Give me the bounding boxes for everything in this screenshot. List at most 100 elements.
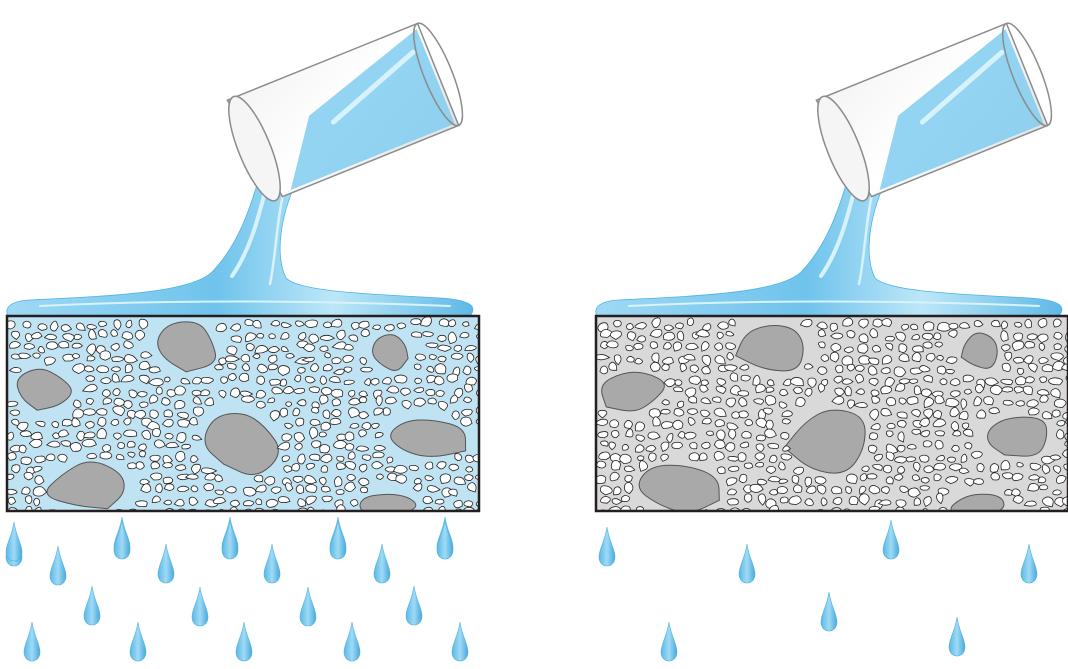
pebble	[193, 377, 202, 384]
pebble	[700, 453, 708, 460]
pebble	[899, 344, 907, 353]
water-drop-icon	[739, 544, 755, 583]
pebble	[182, 444, 191, 449]
pebble	[361, 367, 373, 372]
pebble	[766, 420, 774, 430]
pebble	[661, 409, 671, 414]
pebble	[72, 343, 82, 348]
water-drop-icon	[452, 622, 468, 661]
water-drop-icon	[300, 587, 316, 626]
pebble	[479, 463, 490, 470]
pebble	[438, 335, 446, 342]
pebble	[100, 452, 112, 459]
pebble	[330, 418, 341, 424]
pebble	[286, 402, 292, 407]
pebble	[1016, 377, 1027, 385]
pebble	[845, 387, 852, 396]
pebble	[428, 398, 436, 404]
pebble	[257, 333, 264, 338]
pebble	[598, 432, 608, 438]
pebble	[882, 319, 892, 327]
pebble	[596, 461, 606, 468]
pebble	[613, 320, 621, 327]
pebble	[815, 477, 826, 484]
pebble	[922, 509, 928, 517]
pebble	[152, 428, 160, 436]
pebble	[963, 375, 974, 382]
pebble	[627, 356, 635, 362]
pebble	[320, 376, 327, 384]
pebble	[830, 508, 841, 518]
pebble	[242, 396, 255, 403]
pebble	[989, 408, 1000, 414]
pebble	[361, 329, 369, 336]
pebble	[294, 388, 305, 393]
pebble	[884, 465, 892, 473]
pebble	[70, 442, 81, 451]
pebble	[886, 477, 893, 484]
pebble	[805, 388, 812, 396]
pebble	[1039, 357, 1048, 363]
pouring-cup-icon	[808, 17, 1061, 206]
pebble	[334, 477, 341, 487]
pebble	[766, 387, 774, 392]
water-drop-icon	[344, 622, 360, 661]
pebble	[359, 321, 369, 328]
pebble	[360, 487, 367, 493]
pebble	[257, 376, 265, 384]
pebble	[964, 389, 971, 394]
pebble	[977, 464, 984, 472]
pebble	[897, 445, 905, 452]
pebble	[113, 389, 120, 396]
pebble	[156, 513, 164, 517]
pebble	[136, 462, 144, 469]
pebble	[756, 435, 765, 441]
pebble	[780, 497, 788, 503]
pebble	[256, 499, 262, 505]
pebble	[59, 341, 69, 348]
permeable-panel	[5, 17, 491, 661]
pebble	[635, 358, 643, 364]
pebble	[753, 512, 759, 519]
pebble	[701, 380, 708, 385]
pebble	[298, 454, 306, 464]
pebble	[1057, 421, 1065, 426]
pebble	[1052, 410, 1060, 417]
pebble	[481, 397, 489, 402]
pebble	[907, 397, 918, 405]
pebble	[662, 364, 670, 370]
pebble	[72, 354, 79, 359]
pebble	[310, 419, 320, 425]
pebble	[305, 320, 317, 328]
pebble	[150, 410, 158, 418]
pebble	[99, 321, 107, 326]
pebble	[331, 389, 343, 397]
pebble	[96, 409, 107, 416]
pebble	[937, 366, 946, 374]
pebble	[881, 386, 892, 394]
pebble	[792, 475, 799, 483]
pebble	[125, 364, 132, 373]
pebble	[423, 332, 434, 337]
pebble	[256, 390, 265, 398]
pebble	[728, 489, 737, 495]
pebble	[190, 417, 198, 425]
pebble	[847, 331, 855, 338]
water-drop-icon	[192, 587, 208, 626]
pebble	[454, 500, 462, 507]
pebble	[973, 479, 983, 485]
pebble	[438, 356, 446, 362]
pebble	[228, 374, 236, 381]
pebble	[191, 486, 198, 492]
pebble	[268, 364, 278, 370]
pebble	[738, 453, 746, 462]
pebble	[887, 423, 895, 428]
pebble	[907, 444, 916, 449]
pebble	[728, 466, 739, 471]
pebble	[337, 456, 344, 461]
pebble	[254, 475, 263, 482]
pebble	[739, 411, 749, 418]
pebble	[886, 398, 895, 406]
pebble	[336, 463, 345, 470]
